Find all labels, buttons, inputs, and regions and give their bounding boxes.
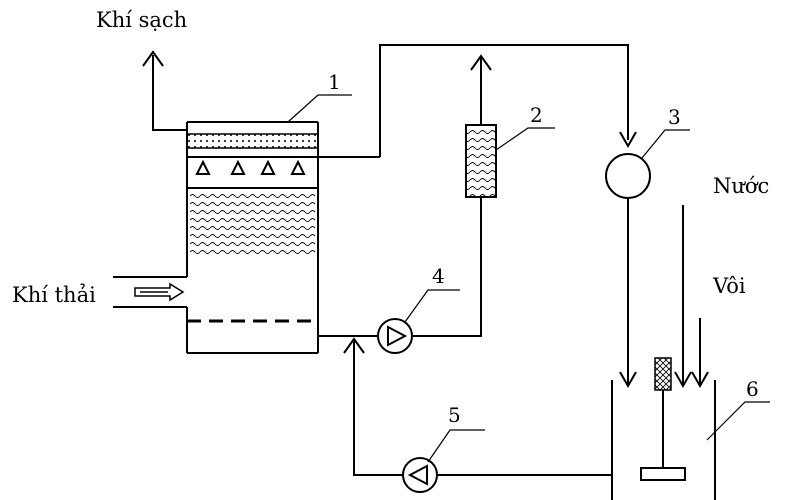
mist-eliminator [186, 133, 319, 149]
callout-1: 1 [328, 70, 341, 94]
circulation-pump-icon [377, 318, 413, 354]
callout-3: 3 [668, 105, 681, 129]
label-clean-gas: Khí sạch [96, 8, 187, 32]
spray-nozzle-icon [260, 159, 276, 175]
flow-meter [605, 153, 651, 199]
filter [465, 124, 497, 198]
label-water: Nước [713, 174, 769, 198]
spray-nozzle-icon [195, 159, 211, 175]
callout-5: 5 [448, 403, 461, 427]
label-lime: Vôi [712, 274, 746, 298]
inlet-arrow-icon [134, 282, 185, 302]
spray-header [187, 156, 380, 175]
spray-nozzle-icon [290, 159, 306, 175]
clean-gas-outlet [142, 50, 187, 131]
callout-leaders [287, 94, 770, 463]
agitator [640, 357, 686, 481]
return-pump-icon [402, 457, 438, 493]
label-waste-gas: Khí thải [12, 283, 96, 307]
lime-tank [611, 380, 716, 500]
spray-nozzle-icon [230, 159, 246, 175]
packing-bed [187, 187, 318, 256]
callout-4: 4 [432, 264, 445, 288]
callout-6: 6 [746, 377, 759, 401]
piping [318, 44, 709, 476]
callout-2: 2 [530, 103, 543, 127]
